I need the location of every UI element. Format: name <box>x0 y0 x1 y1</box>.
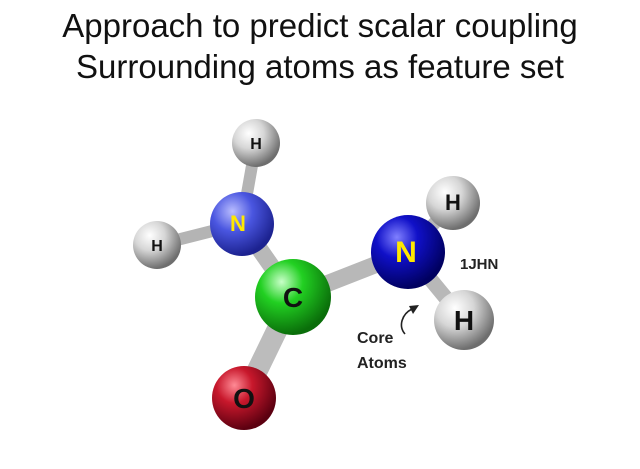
atom-oxygen-label: O <box>233 383 255 414</box>
atom-h-left-label: H <box>151 238 163 255</box>
atom-n-left: N <box>210 192 274 256</box>
atom-h-right-top-sphere <box>426 176 480 230</box>
atom-n-right-label: N <box>395 236 417 269</box>
title-line-1: Approach to predict scalar coupling <box>62 7 578 44</box>
atom-n-right: N <box>371 215 445 289</box>
core-atoms-arrow <box>400 305 419 335</box>
arrow-head <box>409 305 419 314</box>
core-atoms-label-line-2: Atoms <box>357 355 407 372</box>
atom-carbon-label: C <box>283 282 303 313</box>
atom-n-left-label: N <box>230 211 246 236</box>
core-atoms-label-line-1: Core <box>357 330 394 347</box>
atom-h-right-bottom-label: H <box>454 305 474 336</box>
coupling-type-label: 1JHN <box>460 256 499 273</box>
atom-h-right-bottom-sphere <box>434 290 494 350</box>
atom-h-top-label: H <box>250 136 262 153</box>
atom-h-left: H <box>133 221 181 269</box>
atom-carbon: C <box>255 259 331 335</box>
atom-h-right-top: H <box>426 176 480 230</box>
atom-h-right-top-label: H <box>445 190 461 215</box>
atom-h-left-sphere <box>133 221 181 269</box>
atom-n-left-sphere <box>210 192 274 256</box>
atom-n-right-sphere <box>371 215 445 289</box>
atom-h-top: H <box>232 119 280 167</box>
arrow-curve <box>400 308 413 335</box>
atom-oxygen-sphere <box>212 366 276 430</box>
atom-carbon-sphere <box>255 259 331 335</box>
atom-h-right-bottom: H <box>434 290 494 350</box>
atom-oxygen: O <box>212 366 276 430</box>
atom-h-top-sphere <box>232 119 280 167</box>
title-line-2: Surrounding atoms as feature set <box>76 48 564 85</box>
